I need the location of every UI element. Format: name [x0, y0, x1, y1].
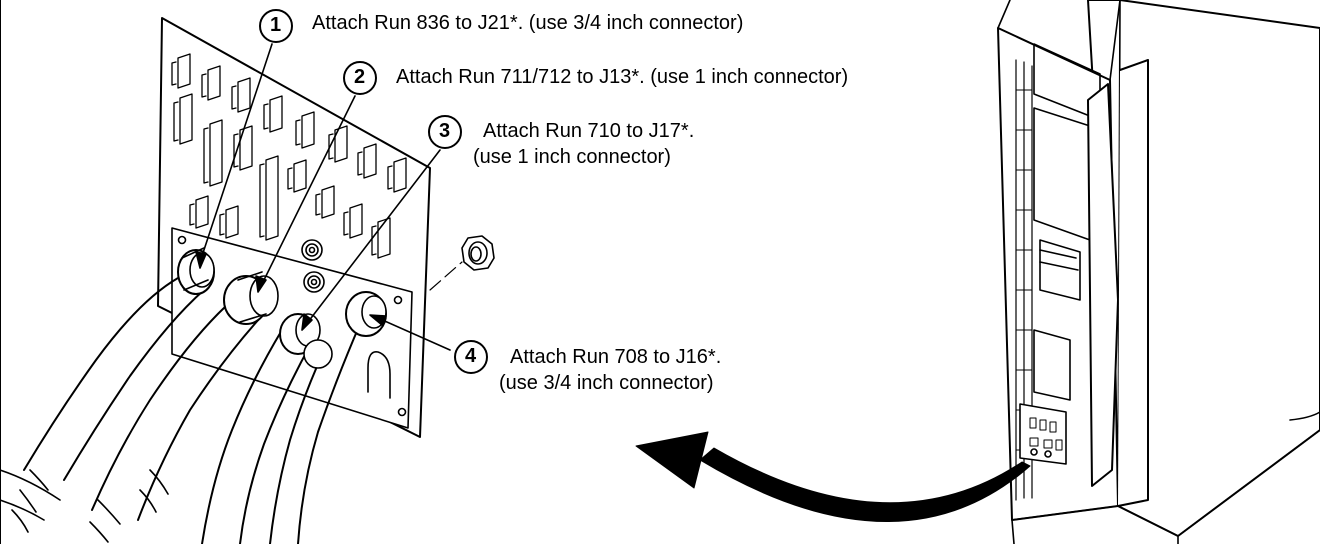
equipment-cabinet	[997, 0, 1320, 545]
zoom-arrow	[635, 431, 1031, 522]
callout-number-1: 1	[270, 14, 282, 36]
connector-backshells	[177, 247, 387, 369]
leader-lines	[195, 43, 451, 351]
callout-4-note: (use 3/4 inch connector)	[499, 372, 714, 394]
coax-connectors	[301, 239, 325, 293]
callout-3-text: Attach Run 710 to J17*.	[483, 120, 695, 142]
callout-number-2: 2	[354, 66, 366, 88]
cable-bundle	[0, 277, 361, 545]
hex-nut	[429, 235, 495, 291]
callout-4-text: Attach Run 708 to J16*.	[510, 346, 722, 368]
callout-3-note: (use 1 inch connector)	[473, 146, 671, 168]
callout-number-3: 3	[439, 120, 451, 142]
callout-1-text: Attach Run 836 to J21*. (use 3/4 inch co…	[312, 12, 744, 34]
callout-circles	[259, 9, 488, 374]
dsub-connectors	[171, 53, 407, 259]
callout-2-text: Attach Run 711/712 to J13*. (use 1 inch …	[396, 66, 849, 88]
callout-number-4: 4	[465, 345, 477, 367]
